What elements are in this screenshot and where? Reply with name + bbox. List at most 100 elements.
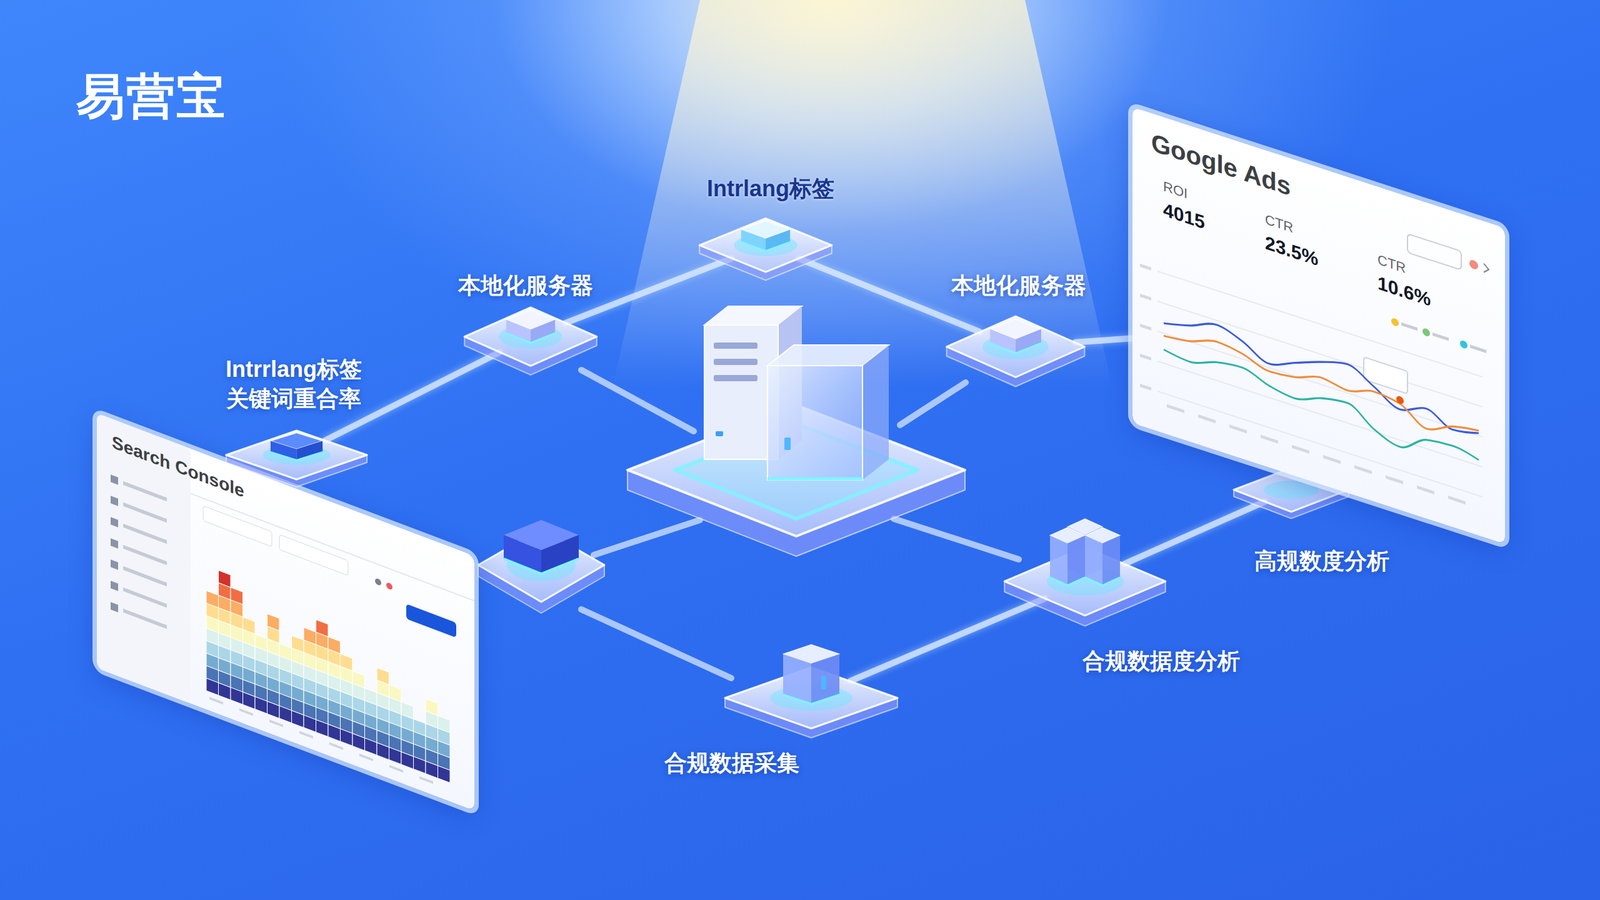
heatmap-cell — [291, 710, 305, 728]
tile-top — [1233, 468, 1349, 512]
pipe-line — [593, 520, 700, 555]
cube-glow — [270, 451, 322, 460]
cube-left — [506, 320, 531, 344]
heatmap-cell — [376, 742, 390, 760]
glass-front — [767, 365, 863, 480]
light-cone — [612, 0, 1113, 388]
tile-glow — [1263, 480, 1319, 499]
legend-dot — [1460, 339, 1468, 350]
heatmap-cell — [413, 756, 427, 774]
heatmap — [206, 565, 450, 783]
pipe-line — [581, 370, 694, 432]
node-label: 关键词重合率 — [225, 384, 362, 414]
platform-tile: Intrlang标签 — [693, 215, 838, 285]
tile-top — [946, 316, 1085, 378]
axis-tick — [1140, 263, 1152, 271]
cube-right — [765, 229, 790, 251]
cube-left — [270, 440, 297, 460]
heatmap-cell — [243, 691, 256, 709]
label-group: 本地化服务器 — [951, 271, 1087, 301]
tile-top — [464, 307, 597, 367]
sidebar-icon — [110, 559, 119, 570]
axis-tick — [1140, 293, 1152, 301]
platform-tile: 合规数据度分析 — [997, 543, 1173, 632]
cube-glow — [1085, 577, 1120, 586]
cube-right — [1015, 328, 1042, 354]
legend-dot — [1391, 317, 1399, 328]
page-title: 易营宝 — [76, 70, 227, 124]
sidebar-item — [123, 502, 167, 523]
cube-right — [541, 535, 579, 574]
heatmap-cell — [230, 687, 244, 705]
axis-tick — [1140, 323, 1152, 331]
cube-glow — [783, 694, 840, 704]
platform-tile: 本地化服务器 — [458, 304, 603, 380]
ui-icon — [1469, 258, 1479, 271]
axis-tick — [1166, 404, 1185, 414]
legend-bar — [1401, 322, 1418, 331]
heatmap-cell — [340, 728, 354, 746]
grid-line — [1157, 331, 1483, 437]
heatmap-cell — [328, 724, 341, 742]
ui-button — [1407, 233, 1462, 270]
ui-chevron — [1483, 263, 1489, 275]
label-group: Intrrlang标签关键词重合率 — [225, 355, 362, 414]
metric-label: 23.5% — [1265, 231, 1319, 272]
tile-art — [940, 313, 1091, 392]
ui-field — [279, 534, 349, 576]
cube-right — [530, 320, 555, 344]
sidebar-item — [123, 481, 167, 502]
axis-tick — [1140, 353, 1152, 361]
sidebar-icon — [110, 580, 119, 592]
axis-tick — [1354, 465, 1372, 474]
legend-bar — [1470, 344, 1487, 353]
platform-tile: 本地化服务器 — [940, 313, 1091, 392]
label-group: 高规数度分析 — [1254, 546, 1390, 577]
axis-tick — [1291, 445, 1310, 454]
metric-label: 4015 — [1163, 198, 1205, 235]
metric-label: 10.6% — [1377, 271, 1431, 312]
node-label: 本地化服务器 — [458, 271, 594, 301]
heatmap-cell — [389, 747, 402, 765]
cube-glow — [506, 333, 555, 344]
cube-left — [741, 229, 766, 251]
heatmap-cell — [438, 765, 451, 783]
tower-slot — [713, 375, 758, 382]
glass-server — [767, 345, 889, 480]
axis-tick — [1416, 485, 1435, 495]
tower-led — [715, 431, 724, 437]
heatmap-cell — [267, 701, 280, 719]
dashboard-screen: Google AdsROI4015CTR23.5%CTR10.6% — [1132, 106, 1505, 545]
label-group: 合规数据采集 — [664, 748, 800, 779]
connector-pipe — [1075, 338, 1133, 342]
platform-tile: 合规数据采集 — [717, 664, 905, 743]
heatmap-cell — [316, 719, 329, 737]
axis-tick — [209, 696, 224, 705]
legend-bar — [1432, 332, 1449, 341]
cube-right — [296, 440, 323, 460]
tower-slot — [713, 358, 758, 365]
pipe-line — [900, 382, 966, 425]
sidebar-item — [123, 587, 167, 608]
tile-art — [997, 543, 1173, 632]
box-led — [821, 675, 827, 690]
heatmap-cell — [352, 733, 365, 751]
top-rule — [190, 493, 475, 602]
screen-art — [1132, 106, 1505, 545]
tile-art — [717, 664, 905, 743]
connector-pipe — [1124, 501, 1265, 565]
node-label: 高规数度分析 — [1254, 546, 1390, 577]
axis-tick — [239, 708, 254, 716]
cube-left — [990, 328, 1016, 354]
grid-line — [1157, 391, 1483, 497]
axis-tick — [1323, 455, 1341, 464]
plain-tile — [478, 520, 605, 614]
node-label: 合规数据度分析 — [1082, 646, 1240, 677]
pipe-line — [893, 518, 1019, 560]
heatmap-cell — [218, 682, 232, 700]
axis-tick — [329, 742, 344, 750]
axis-tick — [1229, 424, 1247, 434]
cube-glow — [503, 558, 579, 574]
axis-tick — [1385, 475, 1404, 485]
